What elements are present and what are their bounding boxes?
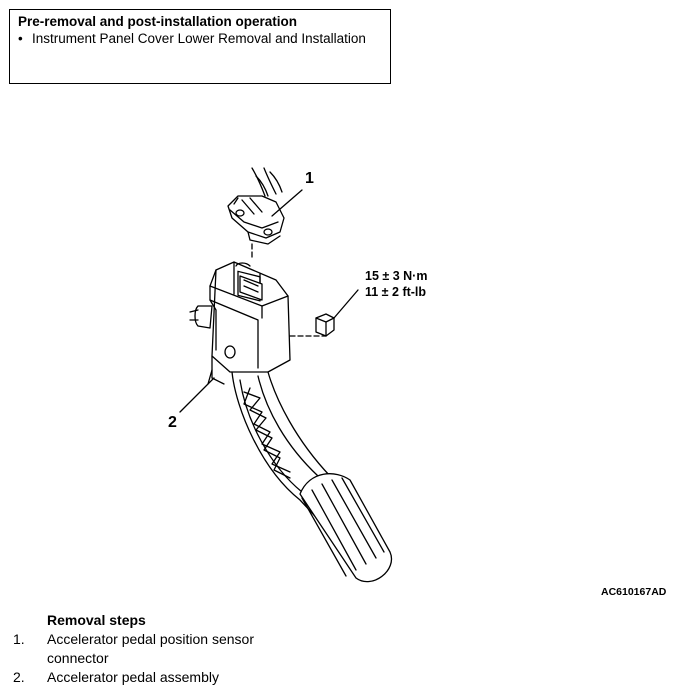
pedal-arm-drawing bbox=[231, 371, 347, 529]
removal-steps: Removal steps 1. Accelerator pedal posit… bbox=[13, 611, 307, 687]
nut-drawing bbox=[289, 313, 335, 337]
prerequisite-item: • Instrument Panel Cover Lower Removal a… bbox=[18, 30, 382, 48]
torque-metric: 15 ± 3 N·m bbox=[365, 269, 428, 283]
prerequisite-box: Pre-removal and post-installation operat… bbox=[9, 9, 391, 84]
removal-steps-title: Removal steps bbox=[47, 612, 146, 628]
sensor-connector-drawing bbox=[227, 167, 285, 245]
step-number: 2. bbox=[13, 669, 25, 685]
prerequisite-item-text: Instrument Panel Cover Lower Removal and… bbox=[32, 31, 366, 46]
pedal-pad-drawing bbox=[299, 473, 393, 583]
step-number: 1. bbox=[13, 631, 25, 647]
accelerator-pedal-illustration bbox=[179, 167, 393, 583]
figure-code: AC610167AD bbox=[601, 586, 667, 598]
torque-spec: 15 ± 3 N·m 11 ± 2 ft-lb bbox=[365, 268, 427, 300]
callout-2: 2 bbox=[168, 414, 177, 431]
torque-leader bbox=[333, 289, 359, 319]
bullet-icon: • bbox=[18, 31, 23, 46]
torque-imperial: 11 ± 2 ft-lb bbox=[365, 285, 427, 299]
callout-1-leader bbox=[271, 189, 303, 217]
callout-2-leader bbox=[179, 377, 215, 413]
step-text: Accelerator pedal assembly bbox=[47, 669, 219, 685]
step-text: Accelerator pedal position sensor connec… bbox=[47, 631, 255, 666]
pedal-assembly-drawing bbox=[189, 261, 291, 385]
step-item: 1. Accelerator pedal position sensor con… bbox=[13, 630, 307, 668]
prerequisite-title: Pre-removal and post-installation operat… bbox=[18, 14, 298, 29]
callout-1: 1 bbox=[305, 170, 314, 187]
step-item: 2. Accelerator pedal assembly bbox=[13, 668, 307, 687]
